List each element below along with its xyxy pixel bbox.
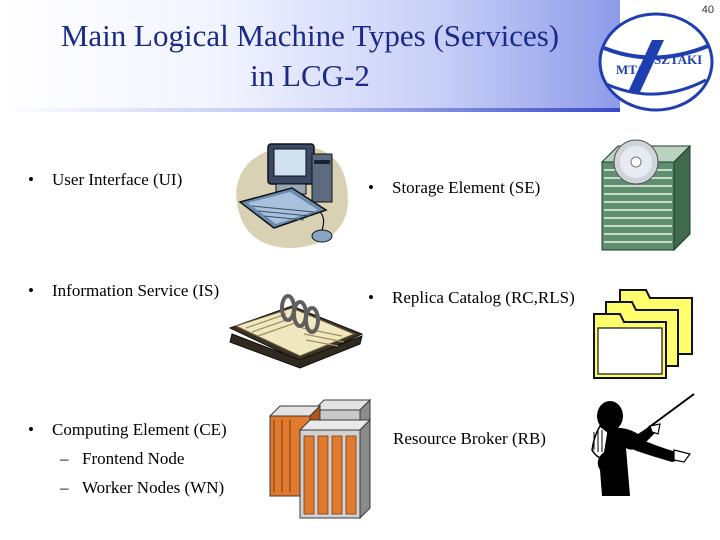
bullet-marker: • (28, 281, 34, 300)
bullet-text: Computing Element (CE) (52, 420, 227, 439)
computer-workstation-icon (236, 143, 348, 249)
title-band-bottom-line (0, 108, 620, 112)
folders-icon (593, 289, 693, 379)
title-line-1: Main Logical Machine Types (Services) (60, 18, 560, 53)
title-line-2: in LCG-2 (250, 58, 370, 93)
title-band (0, 0, 620, 112)
sub-bullet-worker-nodes: –Worker Nodes (WN) (60, 477, 224, 499)
bullet-marker: • (28, 170, 34, 189)
slide-title: Main Logical Machine Types (Services) in… (0, 16, 620, 96)
bullet-text: User Interface (UI) (52, 170, 183, 189)
binder-book-icon (228, 294, 364, 369)
bullet-text: Resource Broker (RB) (393, 429, 546, 448)
bullet-resource-broker: Resource Broker (RB) (393, 428, 546, 450)
bullet-text: Replica Catalog (RC,RLS) (392, 288, 575, 307)
bullet-text: Storage Element (SE) (392, 178, 541, 197)
bullet-user-interface: • User Interface (UI) (28, 169, 182, 191)
logo-mta-text: MTA (616, 62, 646, 77)
bullet-storage-element: • Storage Element (SE) (368, 177, 540, 199)
sub-bullet-text: Frontend Node (82, 449, 185, 468)
page-number: 40 (701, 4, 714, 16)
dash-marker: – (60, 449, 69, 468)
sub-bullet-text: Worker Nodes (WN) (82, 478, 225, 497)
server-cabinets-icon (268, 398, 372, 520)
bullet-marker: • (368, 288, 374, 307)
logo-sztaki-text: SZTAKI (654, 52, 702, 67)
bullet-text: Information Service (IS) (52, 281, 220, 300)
dash-marker: – (60, 478, 69, 497)
sub-bullet-frontend-node: –Frontend Node (60, 448, 184, 470)
bullet-marker: • (28, 420, 34, 439)
bullet-replica-catalog: • Replica Catalog (RC,RLS) (368, 287, 575, 309)
mta-sztaki-logo: MTA SZTAKI (598, 12, 714, 112)
bullet-marker: • (368, 178, 374, 197)
bullet-computing-element: • Computing Element (CE) (28, 419, 227, 441)
bullet-information-service: • Information Service (IS) (28, 280, 219, 302)
cd-storage-stack-icon (600, 139, 692, 252)
conductor-icon (591, 393, 695, 496)
